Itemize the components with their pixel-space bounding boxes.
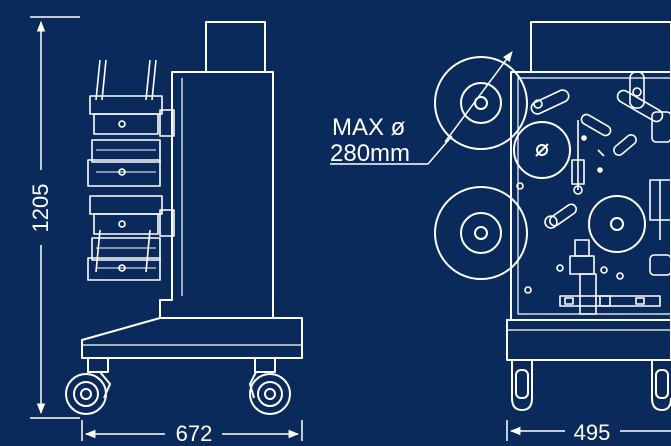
side-width-label: 672 — [176, 421, 213, 441]
diameter-callout — [330, 51, 513, 165]
callout-line2: 280mm — [330, 140, 410, 167]
lower-drum — [588, 195, 646, 253]
side-view-machine — [65, 21, 303, 415]
machine-base — [81, 317, 303, 359]
front-view-machine — [434, 21, 671, 411]
lower-reel — [434, 186, 528, 280]
height-dimension — [30, 16, 80, 419]
front-panel — [510, 71, 671, 321]
upper-reel — [434, 56, 528, 150]
front-width-label: 495 — [574, 420, 611, 441]
height-label: 1205 — [28, 184, 53, 233]
upper-drum — [513, 121, 571, 179]
side-caster-left — [65, 371, 111, 415]
front-mechanisms — [516, 71, 671, 315]
front-top-housing — [530, 21, 671, 73]
side-unwind-assembly — [87, 59, 175, 281]
main-body — [159, 71, 274, 319]
callout-line1: MAX ø — [332, 114, 406, 141]
front-width-dimension — [506, 420, 671, 441]
side-width-dimension — [81, 420, 303, 441]
motor-housing — [205, 21, 266, 73]
side-caster-right — [249, 371, 291, 415]
